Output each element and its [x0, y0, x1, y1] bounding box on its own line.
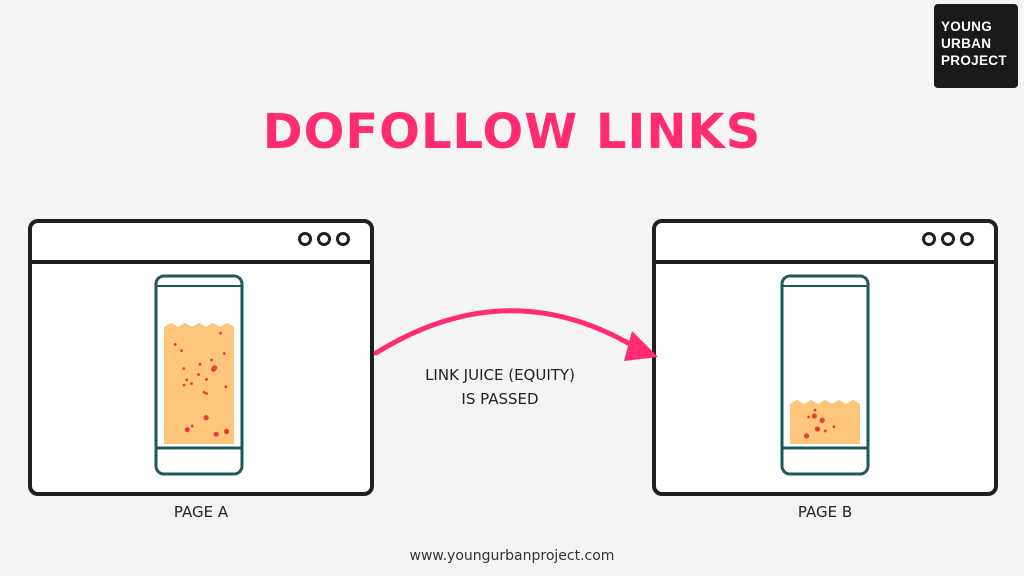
juice-bubble [184, 427, 190, 433]
footer-url: www.youngurbanproject.com [409, 548, 615, 564]
juice-bubble [190, 424, 194, 428]
juice-bubble [223, 428, 230, 435]
logo-line-3: PROJECT [941, 53, 1007, 68]
juice-bubble [819, 417, 825, 423]
page-b-label: PAGE B [797, 503, 853, 521]
juice-bubble [182, 383, 186, 387]
juice-bubble [807, 415, 811, 419]
juice-fill [164, 322, 234, 444]
juice-bubble [198, 362, 202, 366]
juice-bubble [203, 415, 209, 421]
juice-fill [790, 399, 860, 444]
juice-bubble [213, 431, 219, 437]
juice-bubble [811, 413, 817, 419]
window-dot-icon [960, 232, 974, 246]
juice-bubble [197, 373, 200, 376]
juice-bubble [222, 352, 226, 355]
window-title-bar-divider [656, 260, 994, 264]
juice-bubble [832, 425, 836, 429]
juice-bubble [224, 385, 228, 389]
window-dot-icon [922, 232, 936, 246]
juice-bubble [202, 391, 206, 394]
juice-glass-icon-page-b [780, 274, 870, 476]
juice-bubble [205, 392, 209, 395]
juice-glass-icon-page-a [154, 274, 244, 476]
juice-bubble [219, 331, 222, 335]
page-a-label: PAGE A [173, 503, 229, 521]
juice-bubble [205, 378, 208, 381]
link-juice-caption-line-1: LINK JUICE (EQUITY) [425, 366, 575, 384]
juice-bubble [190, 382, 193, 386]
window-controls [298, 232, 350, 246]
juice-bubble [813, 408, 817, 412]
juice-bubble [823, 429, 827, 433]
juice-bubble [185, 378, 189, 382]
juice-bubble [182, 367, 186, 370]
window-dot-icon [941, 232, 955, 246]
logo-line-1: YOUNG [941, 19, 993, 34]
juice-bubble [804, 433, 810, 439]
link-juice-caption: LINK JUICE (EQUITY) IS PASSED [400, 363, 600, 411]
brand-logo: YOUNG URBAN PROJECT [934, 4, 1018, 88]
juice-bubble [173, 342, 177, 346]
window-dot-icon [298, 232, 312, 246]
window-dot-icon [336, 232, 350, 246]
link-juice-caption-line-2: IS PASSED [461, 390, 539, 408]
page-title: DOFOLLOW LINKS [262, 104, 762, 160]
juice-bubble [180, 349, 183, 353]
juice-bubble [212, 365, 218, 371]
juice-bubble [814, 426, 821, 432]
logo-line-2: URBAN [941, 36, 992, 51]
window-dot-icon [317, 232, 331, 246]
window-title-bar-divider [32, 260, 370, 264]
window-controls [922, 232, 974, 246]
juice-bubble [210, 358, 213, 362]
